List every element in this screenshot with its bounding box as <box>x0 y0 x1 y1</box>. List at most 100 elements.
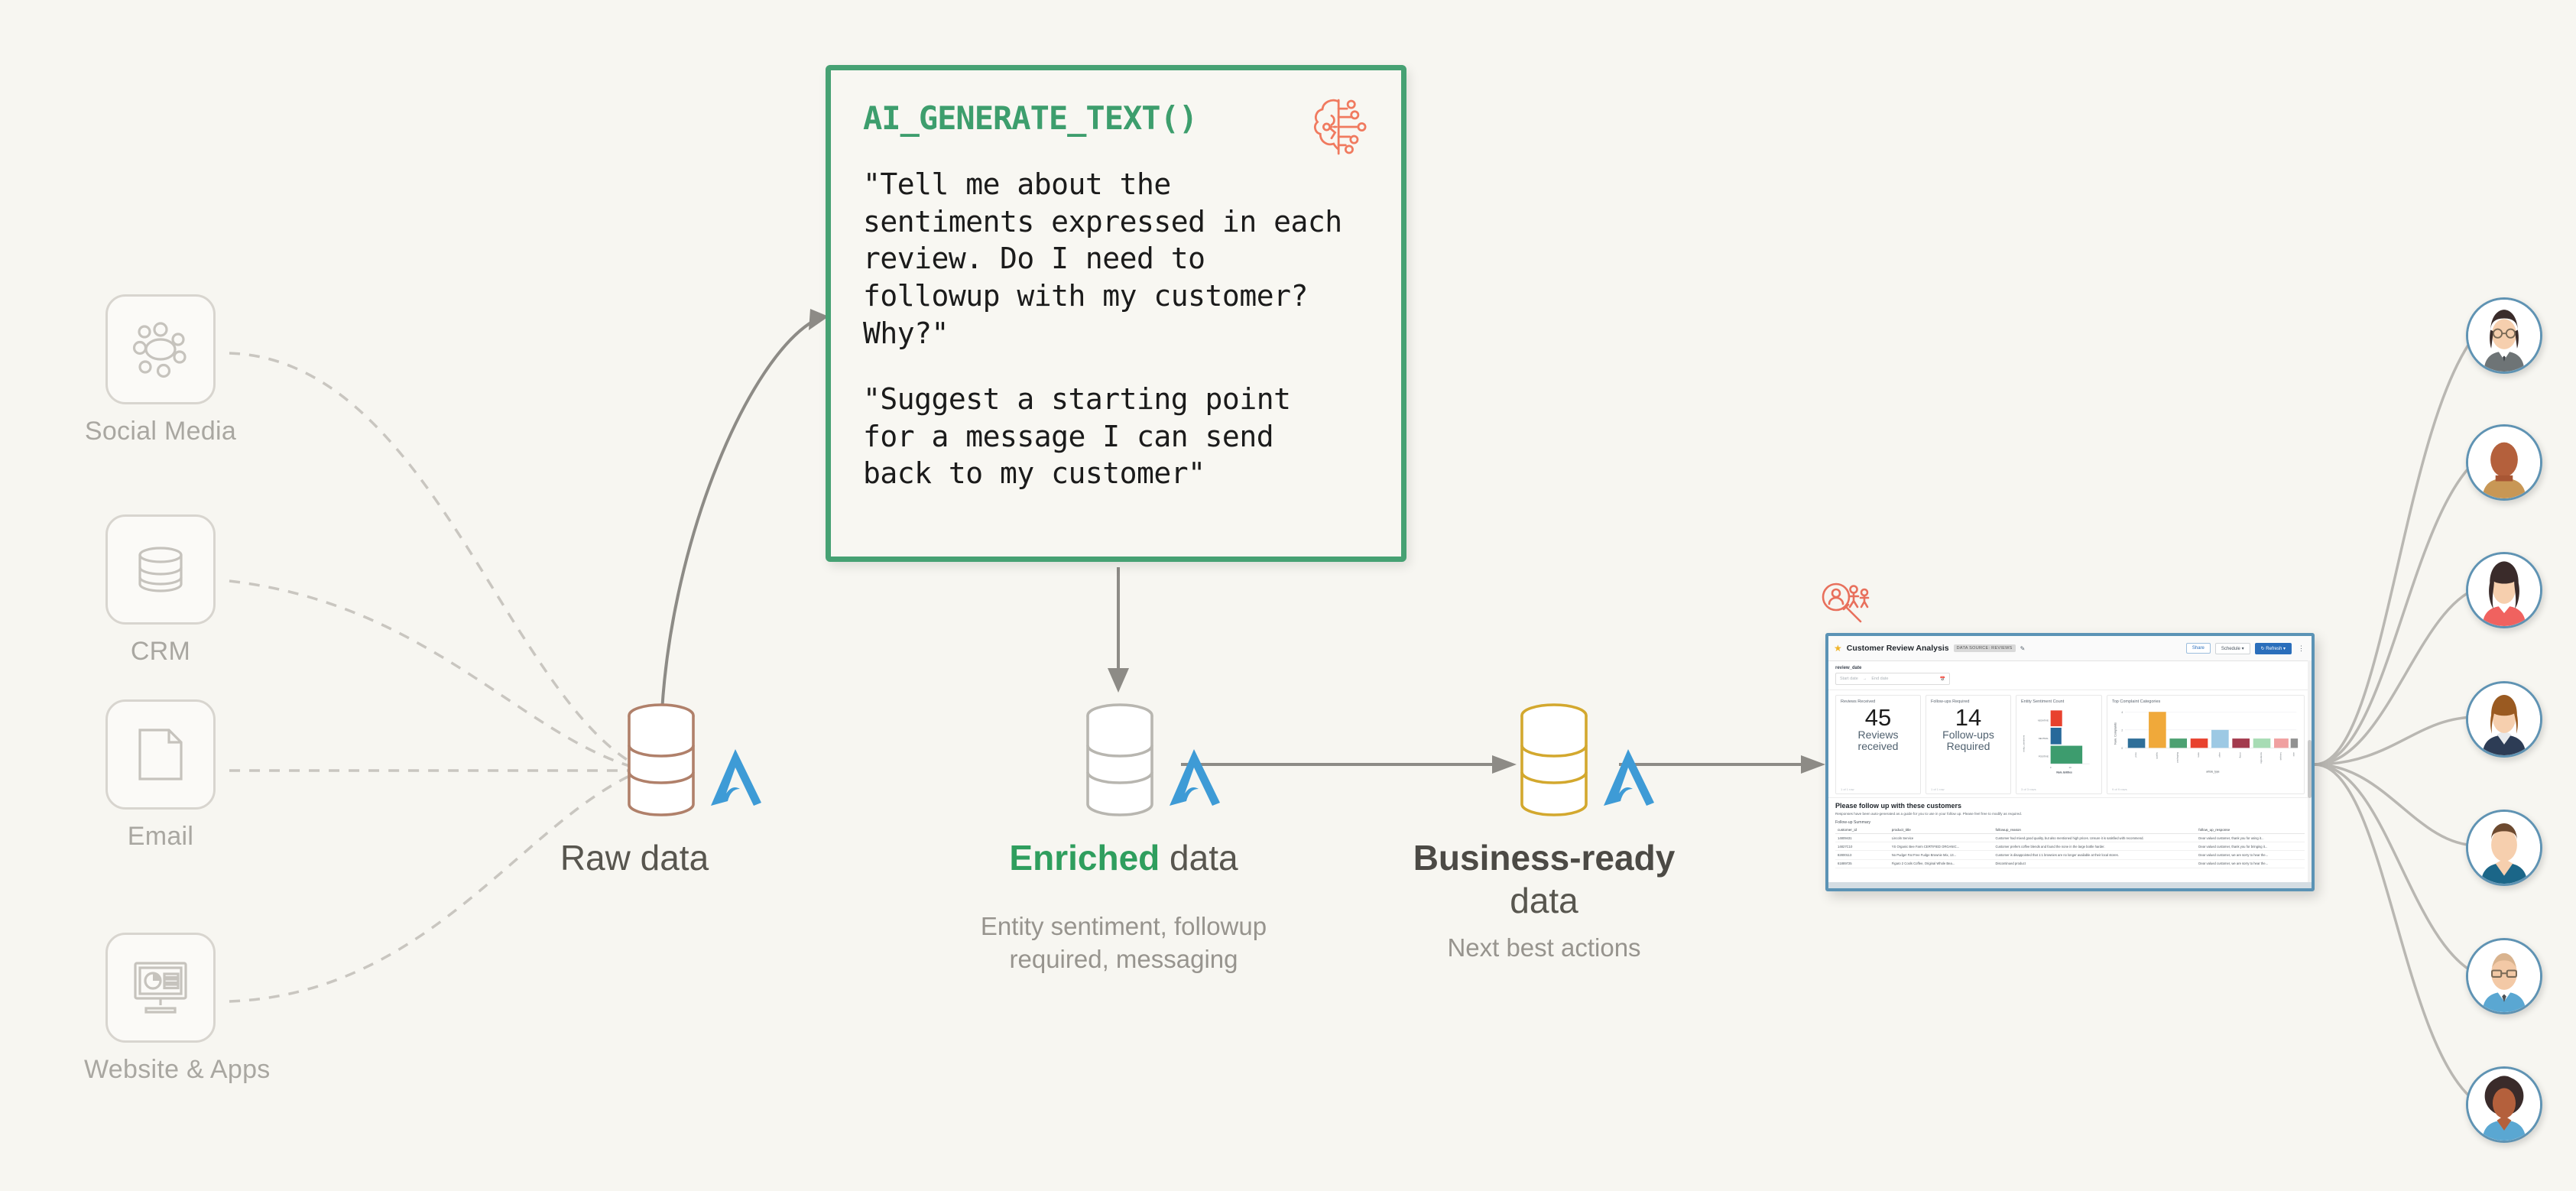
svg-text:article_type: article_type <box>2206 770 2219 773</box>
svg-text:price: price <box>2134 752 2137 758</box>
table-row[interactable]: 14809431 Lincoln Service Customer had mi… <box>1835 833 2305 843</box>
dashboard-footer-bar <box>1828 882 2312 888</box>
chevron-down-icon: ▾ <box>2241 646 2244 651</box>
refresh-button[interactable]: ↻ Refresh ▾ <box>2254 642 2292 654</box>
entity-sentiment-chart-svg: entity_sentiment NEGATIVE NEUTRAL POSITI… <box>2023 710 2090 774</box>
customer-review-analysis-dashboard[interactable]: ★ Customer Review Analysis DATA SOURCE: … <box>1825 633 2315 891</box>
avatar-man-bald-glasses-tie-icon <box>2468 940 2540 1012</box>
kpi-value: 45 <box>1864 704 1892 731</box>
ai-brain-icon <box>1313 99 1367 155</box>
cell-followup-response: Dear valued customer, we are sorry to he… <box>2196 859 2305 868</box>
dashboard-title: Customer Review Analysis <box>1846 644 1949 653</box>
kpi-footer: 1 of 1 row <box>1931 787 1945 791</box>
avatar[interactable] <box>2466 297 2542 374</box>
avatar[interactable] <box>2466 681 2542 758</box>
avatar-man-bald-tan-icon <box>2468 427 2540 498</box>
kpi-reviews-received: Reviews Received 45 Reviews received 1 o… <box>1835 695 1921 794</box>
col-customer-id: customer_id <box>1835 826 1890 834</box>
source-label: Social Media <box>84 417 237 446</box>
raw-data-label: Raw data <box>520 837 749 878</box>
avatar-woman-glasses-icon <box>2468 300 2540 372</box>
source-social-media[interactable]: Social Media <box>84 294 237 446</box>
top-complaints-chart-svg: Num. Complaints 4 2 0 <box>2114 711 2299 773</box>
kpi-caption: Reviews received <box>1857 729 1899 752</box>
source-website-apps[interactable]: Website & Apps <box>84 933 270 1085</box>
prompt-paragraph-2: "Suggest a starting point for a message … <box>863 382 1291 491</box>
page-title: AI_GENERATE_TEXT() <box>863 99 1198 137</box>
pencil-icon[interactable]: ✎ <box>2020 644 2026 652</box>
svg-text:ingredients: ingredients <box>2260 752 2263 764</box>
avatar[interactable] <box>2466 552 2542 628</box>
alteryx-logo-icon <box>1170 749 1220 806</box>
alteryx-logo-icon <box>711 749 761 806</box>
svg-text:Num. Entities: Num. Entities <box>2056 771 2072 774</box>
dashboard-header: ★ Customer Review Analysis DATA SOURCE: … <box>1828 636 2312 661</box>
star-icon[interactable]: ★ <box>1834 643 1842 654</box>
schedule-button[interactable]: Schedule ▾ <box>2214 642 2250 654</box>
cell-followup-reason: Customer had mixed good quality, but als… <box>1993 833 2197 843</box>
svg-text:10: 10 <box>2069 766 2072 769</box>
followup-subtext: Responses have been auto-generated as a … <box>1835 812 2023 816</box>
kpi-footer: 1 of 1 row <box>1841 787 1854 791</box>
svg-text:0: 0 <box>2121 747 2123 750</box>
svg-text:size: size <box>2292 752 2295 757</box>
avatar-woman-navy-suit-icon <box>2468 683 2540 755</box>
node-label-text: data <box>1510 881 1578 920</box>
svg-text:delivery: delivery <box>2279 752 2282 761</box>
avatar[interactable] <box>2466 810 2542 886</box>
kebab-menu-icon[interactable]: ⋮ <box>2298 644 2305 652</box>
svg-text:quality: quality <box>2155 752 2158 759</box>
chart-top-complaint-categories: Top Complaint Categories Num. Complaints… <box>2107 695 2305 794</box>
table-row[interactable]: 14827C10 YS Organic Bee Farm CERTIFIED O… <box>1835 842 2305 852</box>
cell-customer-id: 82800113 <box>1835 850 1890 860</box>
chart-entity-sentiment-count: Entity Sentiment Count entity_sentiment … <box>2016 695 2102 794</box>
kpi-row: Reviews Received 45 Reviews received 1 o… <box>1828 690 2312 797</box>
source-email[interactable]: Email <box>84 699 237 852</box>
avatar-woman-curly-red-icon <box>2468 554 2540 626</box>
cell-customer-id: 14809431 <box>1835 833 1890 843</box>
svg-text:NEGATIVE: NEGATIVE <box>2038 719 2049 722</box>
chevron-down-icon: ▾ <box>2282 646 2286 651</box>
end-date-placeholder: End date <box>1871 677 1889 681</box>
cell-followup-reason: Customer prefers coffee blends and found… <box>1993 842 2197 852</box>
calendar-icon[interactable]: 📅 <box>1939 677 1945 682</box>
source-label: CRM <box>130 637 191 666</box>
cell-product-title: Figaro 2 Cools Coffee, Original Whole Be… <box>1889 859 1994 868</box>
cell-followup-response: Dear valued customer, thank you for usin… <box>2196 833 2305 843</box>
alteryx-logo-icon <box>1604 749 1654 806</box>
followup-table[interactable]: customer_id product_title followup_reaso… <box>1835 826 2305 868</box>
svg-text:0: 0 <box>2050 766 2052 769</box>
avatar[interactable] <box>2466 938 2542 1014</box>
table-row[interactable]: 61889725 Figaro 2 Cools Coffee, Original… <box>1835 859 2305 868</box>
chart-footer: 9 of 9 rows <box>2112 787 2127 791</box>
scrollbar-thumb[interactable] <box>2308 740 2312 798</box>
database-icon <box>105 514 216 625</box>
cell-product-title: YS Organic Bee Farm CERTIFIED ORGANIC... <box>1889 842 1994 852</box>
share-button[interactable]: Share <box>2185 643 2211 654</box>
chart-title: Entity Sentiment Count <box>2021 699 2065 704</box>
enriched-sublabel: Entity sentiment, followup required, mes… <box>980 912 1267 973</box>
table-header-row: customer_id product_title followup_reaso… <box>1835 826 2305 834</box>
chart-footer: 3 of 3 rows <box>2021 787 2036 791</box>
svg-text:taste: taste <box>2197 752 2200 758</box>
prompt-paragraph-1: "Tell me about the sentiments expressed … <box>863 167 1342 350</box>
dashboard-scrollbar[interactable] <box>2308 660 2312 882</box>
avatar[interactable] <box>2466 1066 2542 1143</box>
node-label-text: Raw data <box>560 838 709 878</box>
source-label: Email <box>127 822 194 851</box>
table-caption: Follow-up Summary <box>1835 820 1871 825</box>
document-icon <box>105 699 216 810</box>
avatar[interactable] <box>2466 424 2542 501</box>
source-crm[interactable]: CRM <box>84 514 237 667</box>
date-range-input[interactable]: Start date → End date 📅 <box>1835 673 1950 685</box>
business-ready-label: Business-ready data Next best actions <box>1399 837 1689 965</box>
col-product-title: product_title <box>1889 826 1994 834</box>
node-label-accent: Business-ready <box>1413 838 1676 878</box>
kpi-followups-required: Follow-ups Required 14 Follow-ups Requir… <box>1926 695 2011 794</box>
dashboard-filter: review_date Start date → End date 📅 <box>1828 661 2312 690</box>
table-row[interactable]: 82800113 No Pudge! Fat Free Fudge Browni… <box>1835 850 2305 860</box>
svg-text:2: 2 <box>2121 729 2123 732</box>
social-network-icon <box>105 294 216 404</box>
customer-search-icon <box>1822 583 1870 623</box>
refresh-icon: ↻ <box>2260 646 2265 651</box>
